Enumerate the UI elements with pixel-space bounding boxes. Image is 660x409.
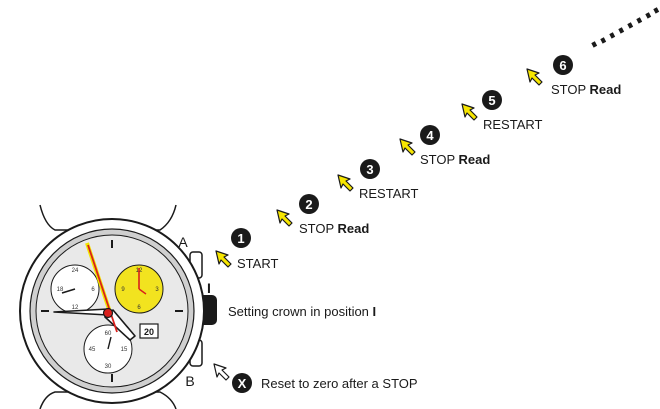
step-2: 2 STOP Read (276, 194, 369, 236)
bottom-subdial-hand (107, 336, 112, 350)
step-4: 4 STOP Read (399, 125, 490, 167)
reset-text: Reset to zero after a STOP (261, 376, 418, 391)
step-label-text: STOP (420, 152, 459, 167)
reset-symbol: X (238, 376, 247, 391)
continuation-dots (591, 7, 660, 48)
arrow-icon (399, 138, 416, 156)
step-label: RESTART (483, 117, 543, 132)
step-1: 1 START (215, 228, 278, 271)
bottom-subdial-left: 45 (89, 347, 96, 353)
step-label: RESTART (359, 186, 419, 201)
bottom-subdial: 60 15 30 45 (83, 324, 133, 374)
step-label: STOP Read (299, 221, 369, 236)
step-badge (482, 90, 502, 110)
reset-badge (232, 373, 252, 393)
left-subdial-top: 24 (72, 268, 79, 274)
arrow-icon (337, 174, 354, 192)
bottom-subdial-top: 60 (105, 331, 112, 337)
arrow-icon (461, 103, 478, 121)
left-subdial-left: 18 (57, 287, 64, 293)
pusher-a-label: A (178, 234, 188, 250)
step-label-bold: Read (338, 221, 370, 236)
crown-instruction-bold: I (373, 304, 377, 319)
crown-instruction-text: Setting crown in position (228, 304, 373, 319)
step-6: 6 STOP Read (526, 55, 621, 97)
step-label-text: RESTART (483, 117, 543, 132)
step-label-text: RESTART (359, 186, 419, 201)
chrono-seconds-hand-red (87, 244, 118, 333)
crown-position-mark: I (207, 280, 211, 296)
watch: 24 6 18 12 12 3 6 9 60 15 30 45 (19, 204, 217, 409)
step-badge (420, 125, 440, 145)
step-label: START (237, 256, 278, 271)
right-subdial-right: 3 (155, 287, 159, 293)
step-label: STOP Read (551, 82, 621, 97)
step-number: 2 (305, 197, 312, 212)
step-number: 4 (426, 128, 434, 143)
step-label-text: STOP (551, 82, 590, 97)
arrow-icon (276, 209, 293, 227)
step-label-text: STOP (299, 221, 338, 236)
left-subdial-right: 6 (91, 287, 95, 293)
arrow-icon (215, 250, 232, 268)
step-number: 1 (237, 231, 244, 246)
pusher-b-label: B (185, 373, 194, 389)
left-subdial-hand (61, 288, 76, 294)
step-label: STOP Read (420, 152, 490, 167)
date-value: 20 (144, 327, 154, 337)
step-badge (553, 55, 573, 75)
step-5: 5 RESTART (461, 90, 543, 132)
step-3: 3 RESTART (337, 159, 419, 201)
hollow-arrow-icon (213, 363, 230, 381)
arrow-icon (526, 68, 543, 86)
right-subdial-bottom: 6 (137, 305, 141, 311)
step-number: 6 (559, 58, 566, 73)
step-badge (231, 228, 251, 248)
date-window: 20 (139, 323, 159, 339)
reset-instruction: X Reset to zero after a STOP (213, 363, 418, 393)
left-subdial-bottom: 12 (72, 305, 79, 311)
right-subdial-left: 9 (121, 287, 125, 293)
step-number: 3 (366, 162, 373, 177)
step-number: 5 (488, 93, 495, 108)
left-subdial: 24 6 18 12 (50, 264, 100, 314)
hands-center (102, 307, 114, 319)
right-subdial: 12 3 6 9 (114, 264, 164, 314)
step-label-text: START (237, 256, 278, 271)
step-badge (299, 194, 319, 214)
step-label-bold: Read (459, 152, 491, 167)
bottom-subdial-right: 15 (121, 347, 128, 353)
bottom-subdial-bottom: 30 (105, 364, 112, 370)
step-label-bold: Read (590, 82, 622, 97)
crown-instruction: Setting crown in position I (228, 304, 376, 319)
step-badge (360, 159, 380, 179)
hour-markers (41, 240, 183, 382)
